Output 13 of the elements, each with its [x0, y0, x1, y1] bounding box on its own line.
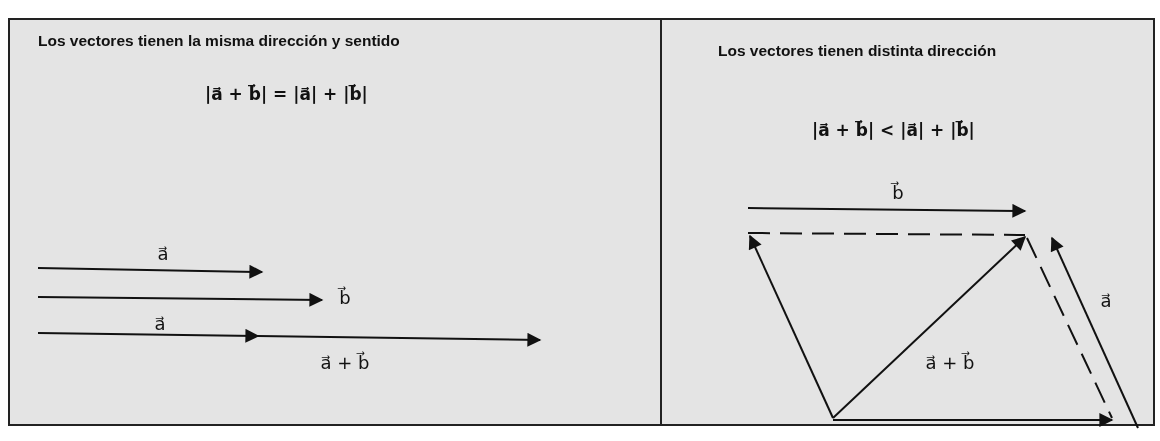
panel: [8, 18, 662, 426]
vector-label: b⃗: [339, 286, 351, 308]
vector-label: a⃗ + b⃗: [925, 351, 975, 373]
vector-label: a⃗: [1100, 289, 1112, 311]
vector-label: a⃗: [157, 242, 169, 264]
formula: |a⃗ + b⃗| < |a⃗| + |b⃗|: [812, 120, 975, 140]
vector-label: a⃗ + b⃗: [320, 351, 370, 373]
panel: [660, 18, 1155, 426]
formula: |a⃗ + b⃗| = |a⃗| + |b⃗|: [205, 84, 368, 104]
panel-heading: Los vectores tienen la misma dirección y sentido: [38, 32, 400, 50]
vector-label: b⃗: [892, 181, 904, 203]
vector-label: a⃗: [154, 312, 166, 334]
panel-heading: Los vectores tienen distinta dirección: [718, 42, 997, 60]
